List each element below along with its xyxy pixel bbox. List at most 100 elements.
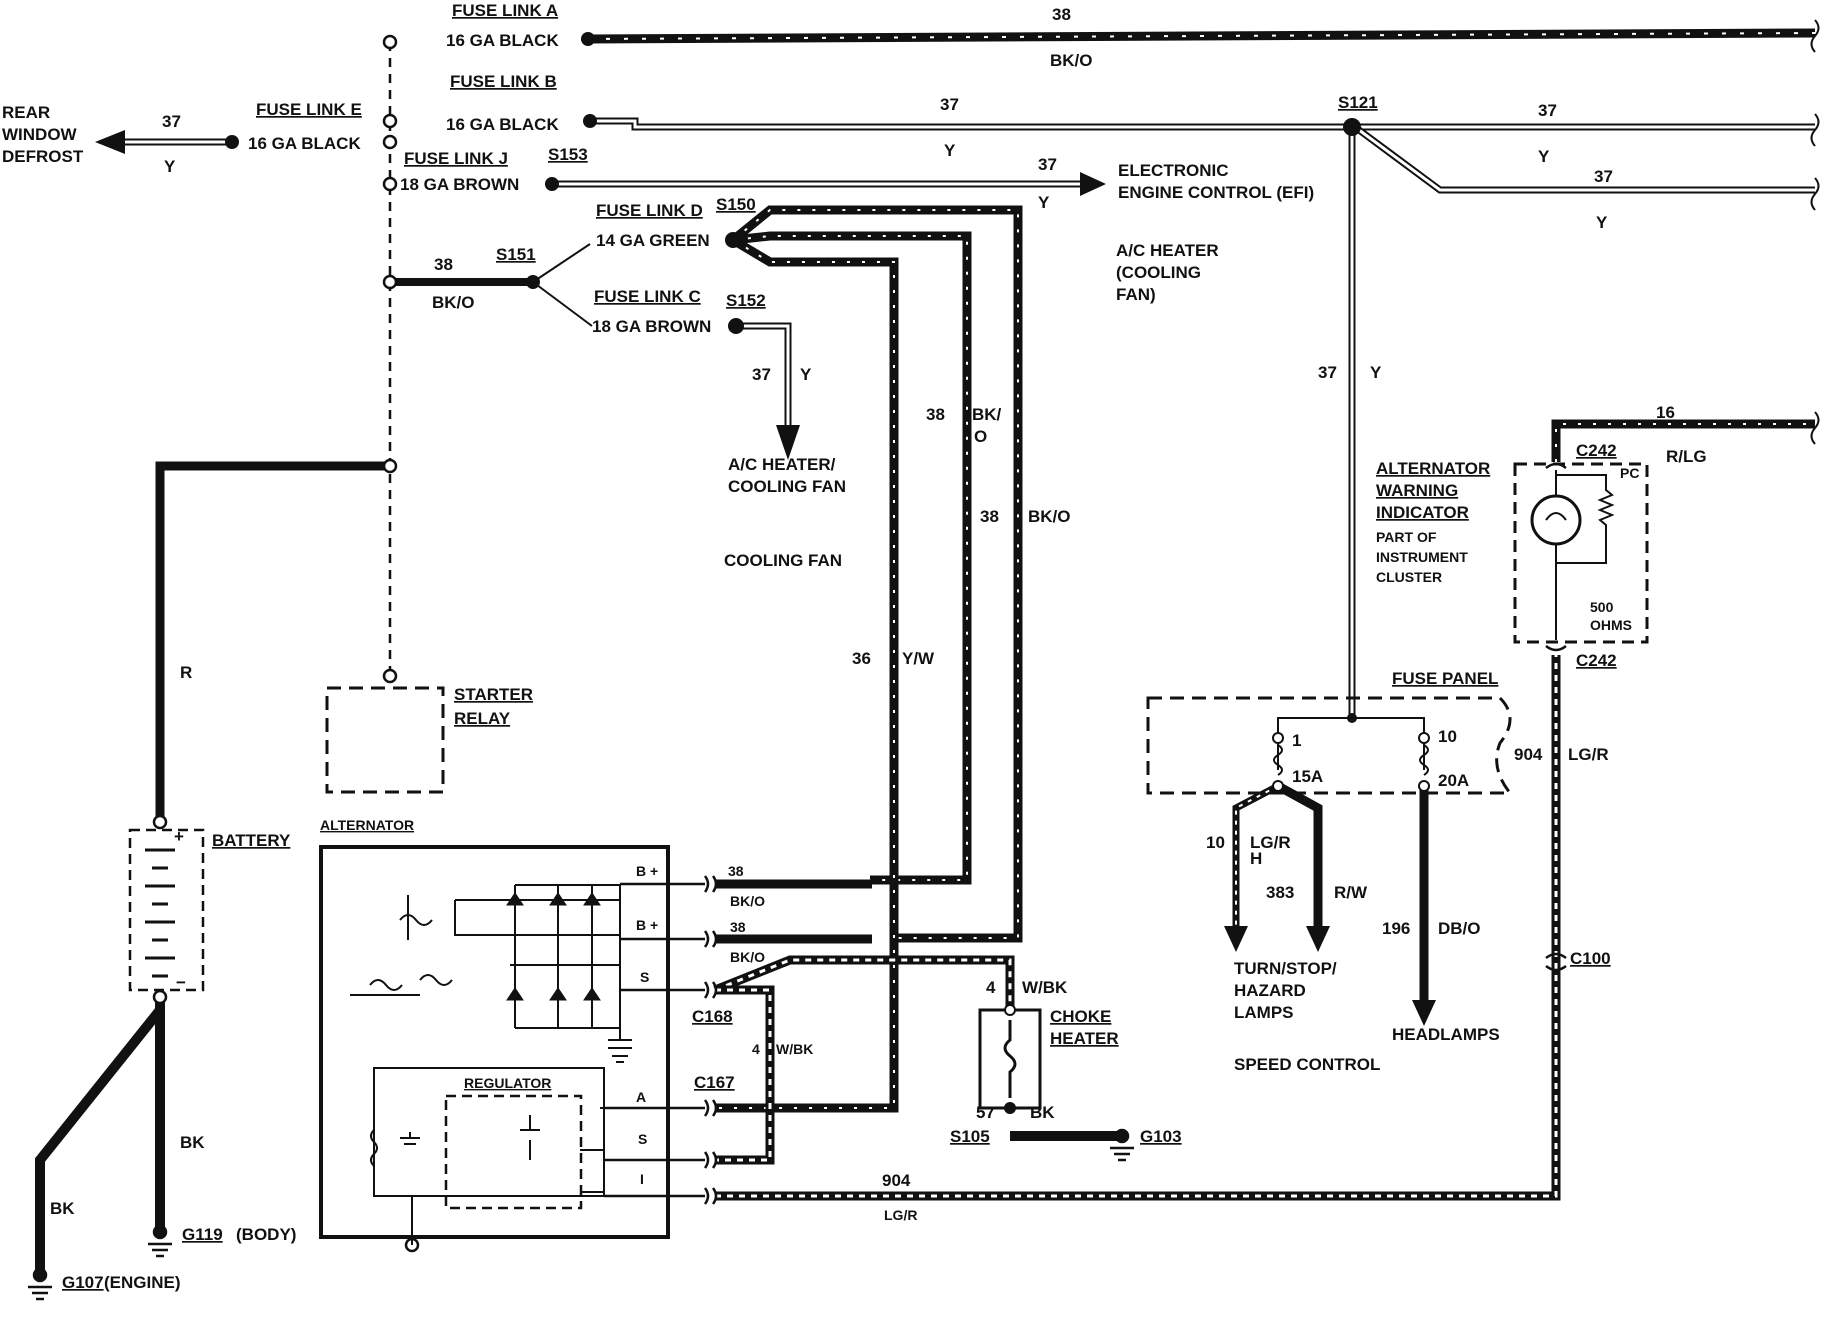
wire-label: 38	[730, 919, 746, 935]
wire-label: 38	[728, 863, 744, 879]
wire-label: Y	[1538, 147, 1550, 166]
terminal-b-plus-1: B +	[636, 863, 658, 879]
ac-heater-cooling-label: A/C HEATER/	[728, 455, 836, 474]
wire-label: 38	[1052, 5, 1071, 24]
ohms-label: 500	[1590, 599, 1614, 615]
wire-label: Y	[1596, 213, 1608, 232]
wire-label: BK	[180, 1133, 205, 1152]
wire-label: O	[974, 427, 987, 446]
ohms-label: OHMS	[1590, 617, 1632, 633]
splice-dots	[225, 32, 1361, 1114]
wire-label: 37	[1318, 363, 1337, 382]
wire-label: 37	[1038, 155, 1057, 174]
wires	[35, 28, 1816, 1270]
fuse-panel-box	[1146, 696, 1514, 795]
splice-s150: S150	[716, 195, 756, 214]
regulator-box	[444, 1094, 583, 1210]
ground-g107-note: (ENGINE)	[104, 1273, 181, 1292]
wire-label: 38	[434, 255, 453, 274]
wire-10-lgr	[1232, 782, 1280, 928]
ground-g119-note: (BODY)	[236, 1225, 296, 1244]
wire-r-battery	[155, 461, 390, 820]
wire-label: LG/R	[884, 1207, 917, 1223]
wire-label: 38	[980, 507, 999, 526]
pc-label: PC	[1620, 465, 1639, 481]
fuse-link-e-gauge: 16 GA BLACK	[248, 134, 361, 153]
wire-label: 37	[1594, 167, 1613, 186]
wire-s150-bundle	[730, 205, 1023, 943]
splice-s153: S153	[548, 145, 588, 164]
choke-heater-label: HEATER	[1050, 1029, 1119, 1048]
wire-label: BK/	[972, 405, 1002, 424]
alt-warning-label: WARNING	[1376, 481, 1458, 500]
battery-symbol	[128, 814, 205, 1005]
wire-label: 904	[1514, 745, 1543, 764]
wire-label: BK	[1030, 1103, 1055, 1122]
bus-terminals	[382, 34, 420, 1253]
ac-heater-cooling-label: COOLING FAN	[728, 477, 846, 496]
connector-c242-bot: C242	[1576, 651, 1617, 670]
wire-label: R/W	[1334, 883, 1368, 902]
headlamps-arrow	[1412, 1000, 1436, 1026]
arrows	[95, 130, 1436, 1026]
fuse-link-c-label: FUSE LINK C	[594, 287, 701, 306]
wire-label: 38	[926, 405, 945, 424]
terminal-s-1: S	[640, 969, 649, 985]
wire-label: 4	[752, 1041, 760, 1057]
cooling-fan-label: COOLING FAN	[724, 551, 842, 570]
fuse-link-b-label: FUSE LINK B	[450, 72, 557, 91]
wire-label: 904	[882, 1171, 911, 1190]
ac-heater-fan-label: FAN)	[1116, 285, 1156, 304]
choke-heater-symbol	[978, 1004, 1042, 1110]
wire-label: BK/O	[1050, 51, 1093, 70]
starter-relay-box	[325, 686, 445, 794]
wire-label: BK/O	[1028, 507, 1071, 526]
turn-lamps-label: TURN/STOP/	[1234, 959, 1337, 978]
splice-s152: S152	[726, 291, 766, 310]
ac-heater-fan-label: A/C HEATER	[1116, 241, 1219, 260]
starter-relay-label: RELAY	[454, 709, 511, 728]
ground-g103-label: G103	[1140, 1127, 1182, 1146]
fuse-1-label: 1	[1292, 731, 1301, 750]
efi-label: ENGINE CONTROL (EFI)	[1118, 183, 1314, 202]
alternator-label: ALTERNATOR	[320, 817, 414, 833]
wire-38-bk-o-v1	[732, 231, 972, 885]
splice-s105: S105	[950, 1127, 990, 1146]
wire-label: BK/O	[730, 949, 765, 965]
headlamps-label: HEADLAMPS	[1392, 1025, 1500, 1044]
wire-label: Y	[800, 365, 812, 384]
speed-control-label: SPEED CONTROL	[1234, 1055, 1380, 1074]
wire-37-y-right2	[1352, 124, 1815, 194]
wire-ends	[1810, 19, 1820, 445]
ac-cooling-arrow	[776, 425, 800, 460]
ground-g119-label: G119	[182, 1225, 223, 1244]
fuse-link-d-gauge: 14 GA GREEN	[596, 231, 710, 250]
wire-label: 36	[852, 649, 871, 668]
wire-label: DB/O	[1438, 919, 1481, 938]
wire-label: Y	[164, 157, 176, 176]
turn-lamps-arrow-2	[1306, 926, 1330, 952]
choke-heater-label: CHOKE	[1050, 1007, 1111, 1026]
labels: FUSE LINK A 16 GA BLACK FUSE LINK B 16 G…	[2, 1, 1707, 1292]
fuse-10-amp: 20A	[1438, 771, 1469, 790]
terminal-b-plus-2: B +	[636, 917, 658, 933]
rear-defrost-label: REAR	[2, 103, 50, 122]
wire-904-lgr	[715, 655, 1561, 1201]
wire-bk-g107	[35, 1006, 164, 1270]
wire-383-rw	[1275, 782, 1323, 928]
wire-label: W/BK	[776, 1041, 813, 1057]
wire-label: 37	[940, 95, 959, 114]
wire-label: 16	[1656, 403, 1675, 422]
alt-warning-label: INDICATOR	[1376, 503, 1469, 522]
rear-defrost-label: DEFROST	[2, 147, 84, 166]
ground-g107	[28, 1267, 52, 1301]
turn-lamps-label: HAZARD	[1234, 981, 1306, 1000]
wire-label: Y/W	[902, 649, 935, 668]
battery-minus: −	[176, 973, 186, 992]
alt-warning-indicator	[1513, 462, 1649, 972]
turn-lamps-label: LAMPS	[1234, 1003, 1294, 1022]
alt-part-label: CLUSTER	[1376, 569, 1442, 585]
wire-label: 383	[1266, 883, 1294, 902]
terminal-s-2: S	[638, 1131, 647, 1147]
